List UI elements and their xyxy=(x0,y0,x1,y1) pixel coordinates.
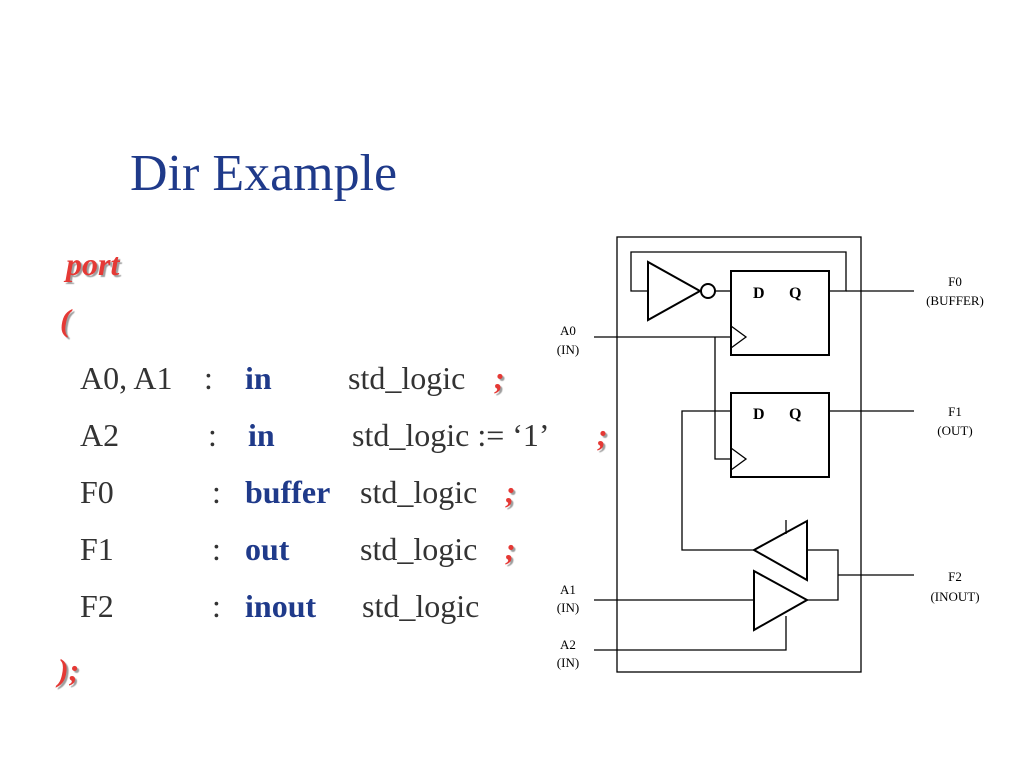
label-f1-dir: (OUT) xyxy=(937,423,972,438)
port-name: A2 xyxy=(80,417,120,453)
port-mode: inout xyxy=(245,588,317,624)
feedback-wire xyxy=(630,251,847,292)
ff-bottom-q-label: Q xyxy=(789,406,801,423)
label-f0: F0 xyxy=(948,274,962,289)
ff-top-d-label: D xyxy=(753,285,765,302)
label-f2-dir: (INOUT) xyxy=(930,589,979,604)
tristate-buffer-in xyxy=(681,410,808,582)
flip-flop-top: D Q xyxy=(730,270,830,356)
port-type: std_logic xyxy=(360,474,478,510)
open-paren: ( xyxy=(60,302,71,338)
port-mode: in xyxy=(245,360,272,396)
close-paren-semicolon: ); xyxy=(58,652,80,688)
ff-bottom-d-label: D xyxy=(753,406,765,423)
port-semicolon: ; xyxy=(505,474,516,510)
ff-top-q-label: Q xyxy=(789,285,801,302)
port-semicolon: ; xyxy=(505,531,516,567)
clock-branch-wire xyxy=(714,337,731,460)
label-a0: A0 xyxy=(560,323,576,338)
inverter-gate xyxy=(647,260,731,322)
port-colon: : xyxy=(212,531,221,567)
port-mode: buffer xyxy=(245,474,331,510)
slide-title: Dir Example xyxy=(130,145,398,202)
f2-junction-wire xyxy=(807,549,839,601)
port-mode: in xyxy=(248,417,275,453)
label-a0-dir: (IN) xyxy=(557,342,579,357)
port-colon: : xyxy=(212,474,221,510)
label-a1-dir: (IN) xyxy=(557,600,579,615)
port-type: std_logic xyxy=(362,588,480,624)
port-semicolon: ; xyxy=(494,360,505,396)
port-semicolon: ; xyxy=(597,417,608,453)
port-mode: out xyxy=(245,531,290,567)
port-type: std_logic xyxy=(348,360,466,396)
label-a2: A2 xyxy=(560,637,576,652)
label-f0-dir: (BUFFER) xyxy=(926,293,984,308)
label-f1: F1 xyxy=(948,404,962,419)
port-colon: : xyxy=(208,417,217,453)
label-a1: A1 xyxy=(560,582,576,597)
port-colon: : xyxy=(204,360,213,396)
port-type: std_logic := ‘1’ xyxy=(352,417,550,453)
tristate-buffer-out xyxy=(594,569,810,651)
circuit-boundary xyxy=(616,236,862,673)
flip-flop-bottom: D Q xyxy=(730,392,830,478)
port-keyword: port xyxy=(66,246,120,282)
label-a2-dir: (IN) xyxy=(557,655,579,670)
port-type: std_logic xyxy=(360,531,478,567)
label-f2: F2 xyxy=(948,569,962,584)
port-name: F2 xyxy=(80,588,114,624)
port-colon: : xyxy=(212,588,221,624)
port-name: A0, A1 xyxy=(80,360,173,396)
port-name: F0 xyxy=(80,474,114,510)
port-name: F1 xyxy=(80,531,114,567)
